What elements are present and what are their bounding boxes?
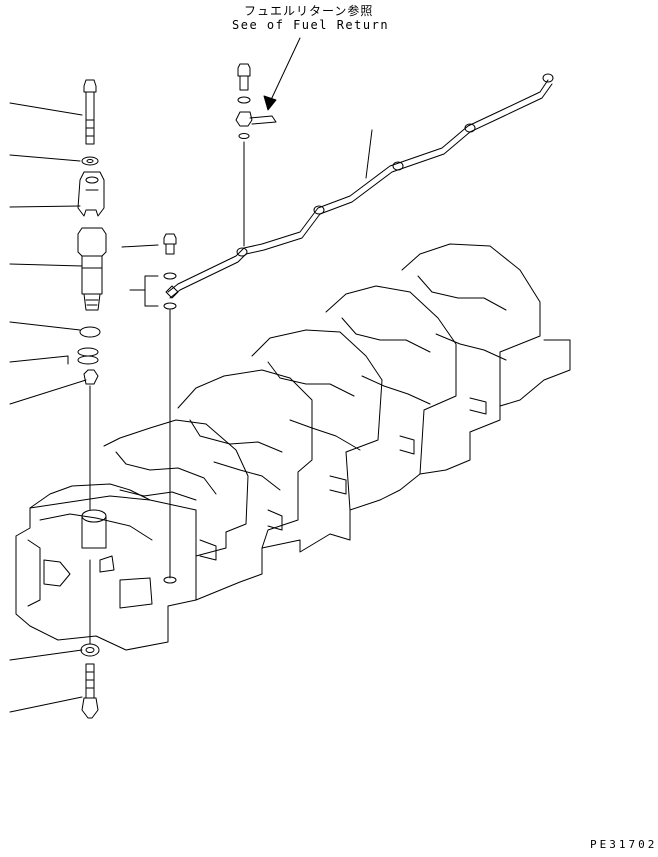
tube-fittings	[163, 63, 277, 579]
leader-bolt	[9, 102, 83, 116]
leader-gasket	[9, 355, 69, 363]
fuel-return-note-japanese: フュエルリターン参照	[244, 4, 374, 18]
leader-bracket-pair	[129, 275, 159, 307]
leader-nozzle-holder	[9, 263, 83, 267]
callout-leaders	[9, 102, 373, 713]
injector-assembly	[77, 79, 107, 719]
rocker-cover-1	[103, 419, 249, 557]
leader-sleeve	[9, 379, 87, 405]
leader-washer	[9, 154, 81, 162]
leader-stud	[9, 696, 83, 713]
leader-nut	[9, 649, 83, 661]
leader-clamp	[9, 205, 81, 208]
fuel-return-note-english: See of Fuel Return	[232, 18, 390, 32]
cylinder-head	[15, 243, 571, 651]
rocker-cover-2	[177, 369, 313, 549]
leader-fuel-tube	[365, 129, 373, 179]
fuel-tube	[165, 73, 554, 299]
drawing-number: PE31702	[590, 838, 658, 851]
rocker-cover-4	[325, 285, 457, 475]
leader-bolt-upper	[121, 244, 159, 248]
leader-o-ring	[9, 321, 81, 331]
fuel-return-arrow	[263, 37, 301, 111]
rocker-cover-5	[401, 243, 541, 407]
